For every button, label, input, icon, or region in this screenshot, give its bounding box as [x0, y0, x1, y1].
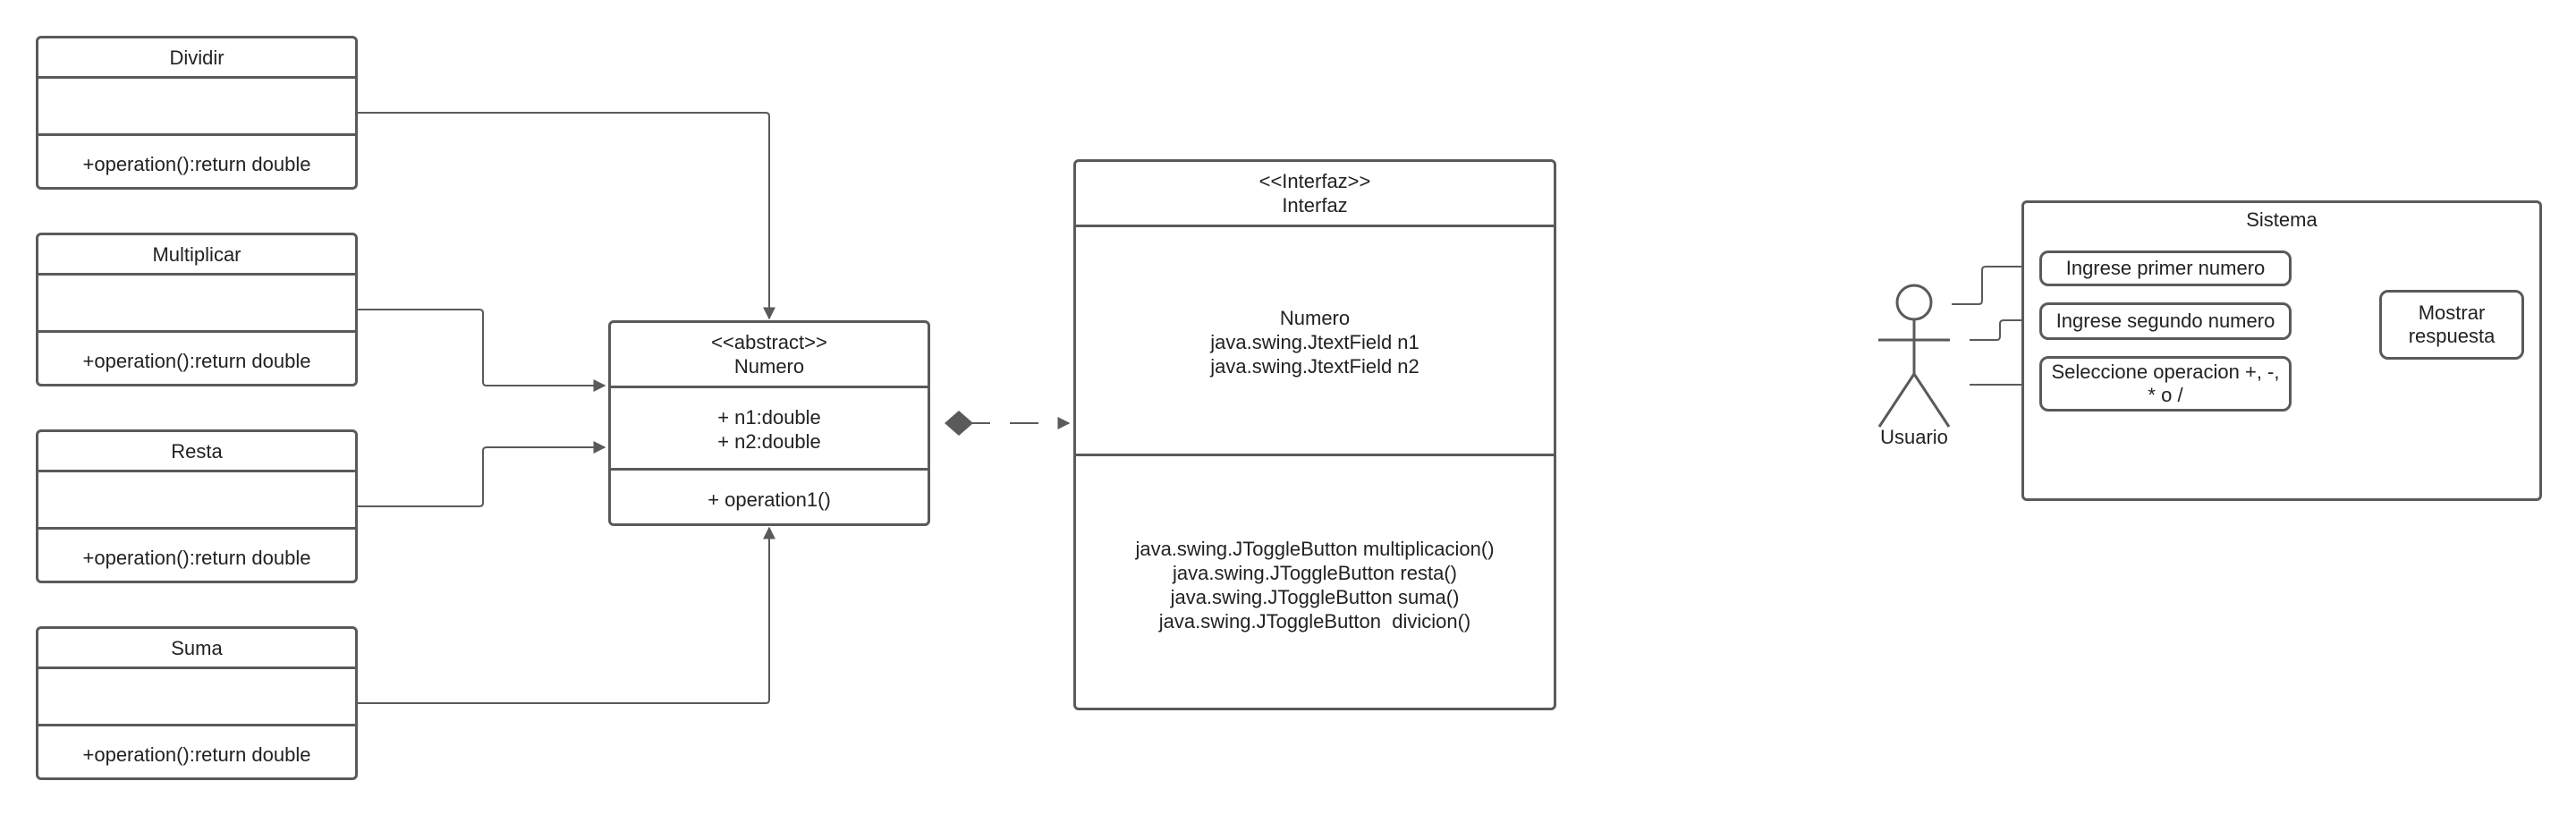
class-method: +operation():return double [38, 724, 355, 783]
usecase-segundo-numero: Ingrese segundo numero [2039, 302, 2292, 340]
class-method: +operation():return double [38, 330, 355, 389]
class-multiplicar: Multiplicar +operation():return double [36, 233, 358, 386]
class-header: <<abstract>> Numero [611, 323, 928, 386]
resta-inheritance-line [358, 441, 606, 507]
method-resta: java.swing.JToggleButton resta() [1173, 561, 1457, 584]
usecase-primer-numero: Ingrese primer numero [2039, 250, 2292, 286]
attribute-n2: + n2:double [717, 430, 821, 453]
class-methods: java.swing.JToggleButton multiplicacion(… [1076, 454, 1554, 713]
actor-stick-figure [1877, 284, 1951, 428]
class-method: +operation():return double [38, 527, 355, 586]
system-title: Sistema [2246, 208, 2318, 231]
class-method: + operation1() [611, 468, 928, 529]
class-stereotype: <<Interfaz>> [1258, 170, 1371, 192]
class-name: Numero [733, 355, 805, 378]
class-method: +operation():return double [38, 133, 355, 192]
actor-label: Usuario [1880, 426, 1948, 448]
multiplicar-inheritance-line [358, 309, 606, 392]
class-attributes [38, 76, 355, 136]
actor-link-segundo [1970, 319, 2039, 341]
composition-diamond [945, 411, 973, 436]
class-name: Suma [171, 636, 223, 659]
class-header: <<Interfaz>> Interfaz [1076, 162, 1554, 225]
suma-inheritance-line [358, 526, 775, 704]
class-numero: <<abstract>> Numero + n1:double + n2:dou… [608, 320, 930, 526]
dividir-inheritance-line [358, 112, 775, 320]
attribute-n2: java.swing.JtextField n2 [1210, 354, 1419, 378]
class-attributes [38, 470, 355, 530]
class-name: Dividir [169, 46, 225, 69]
class-stereotype: <<abstract>> [711, 331, 827, 353]
usecase-seleccione-operacion: Seleccione operacion +, -, * o / [2039, 356, 2292, 412]
class-attributes: Numero java.swing.JtextField n1 java.swi… [1076, 225, 1554, 456]
class-attributes [38, 273, 355, 333]
class-interfaz: <<Interfaz>> Interfaz Numero java.swing.… [1073, 159, 1556, 710]
attribute-n1: java.swing.JtextField n1 [1210, 330, 1419, 353]
attribute-type: Numero [1279, 306, 1351, 329]
class-resta: Resta +operation():return double [36, 429, 358, 583]
class-attributes [38, 666, 355, 726]
actor-link-primer [1952, 266, 2039, 305]
class-dividir: Dividir +operation():return double [36, 36, 358, 190]
attribute-n1: + n1:double [717, 406, 821, 429]
class-name: Interfaz [1282, 194, 1348, 216]
class-name: Resta [171, 439, 223, 463]
usecase-mostrar-respuesta: Mostrar respuesta [2379, 290, 2524, 360]
method-multiplicacion: java.swing.JToggleButton multiplicacion(… [1135, 537, 1495, 560]
class-name: Multiplicar [152, 242, 242, 266]
method-divicion: java.swing.JToggleButton divicion() [1158, 609, 1471, 632]
method-suma: java.swing.JToggleButton suma() [1170, 585, 1460, 608]
class-attributes: + n1:double + n2:double [611, 386, 928, 471]
class-suma: Suma +operation():return double [36, 626, 358, 780]
